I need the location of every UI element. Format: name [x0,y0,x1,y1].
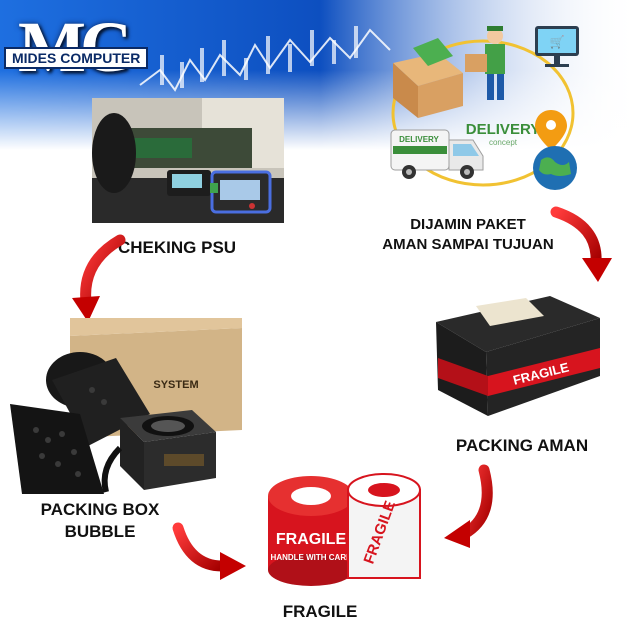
caption-packing-aman: PACKING AMAN [455,436,589,455]
svg-text:🛒: 🛒 [550,35,565,49]
delivery-title: DELIVERY [466,121,540,138]
candle-bars-decoration [160,26,358,88]
bubble-wrap-roll [10,352,150,494]
packing-box-bubble-photo: SYSTEM [10,318,242,494]
tape-roll-right: FRAGILE [347,473,421,579]
delivery-subtitle: concept [489,138,518,147]
courier-person-icon [465,26,505,100]
location-pin-icon [535,110,567,150]
open-box-icon [393,38,463,118]
caption-delivery-line2: AMAN SAMPAI TUJUAN [382,236,554,253]
power-supply-unit [101,410,216,493]
arrow-psu-to-box [72,234,126,322]
logo-name: MIDES COMPUTER [4,47,149,69]
tape-roll-left: FRAGILE HANDLE WITH CARE [268,476,354,586]
caption-packing-box-line1: PACKING BOX [40,500,160,519]
box-label: SYSTEM [153,379,198,391]
arrow-packing-to-fragile [444,464,493,548]
arrow-box-to-fragile [172,522,246,580]
monitor-cart-icon: 🛒 [535,26,579,67]
tape-roll-left-subtext: HANDLE WITH CARE [271,553,353,562]
delivery-van-icon: DELIVERY [390,129,484,179]
arrow-delivery-to-packing [550,206,612,282]
wrapped-package-photo: FRAGILE [436,296,600,416]
caption-fragile: FRAGILE [282,602,358,621]
caption-delivery-line1: DIJAMIN PAKET [410,216,526,233]
fragile-tape-rolls: FRAGILE HANDLE WITH CARE FRAGILE [268,473,421,586]
globe-icon [533,146,577,190]
tape-roll-left-text: FRAGILE [276,531,347,548]
delivery-concept-graphic: 🛒 DELIVERY concept DELIVERY [390,26,579,190]
psu-checking-photo [92,98,284,223]
caption-checking-psu: CHEKING PSU [118,238,237,257]
van-label: DELIVERY [399,135,439,144]
caption-packing-box-line2: BUBBLE [64,522,136,541]
